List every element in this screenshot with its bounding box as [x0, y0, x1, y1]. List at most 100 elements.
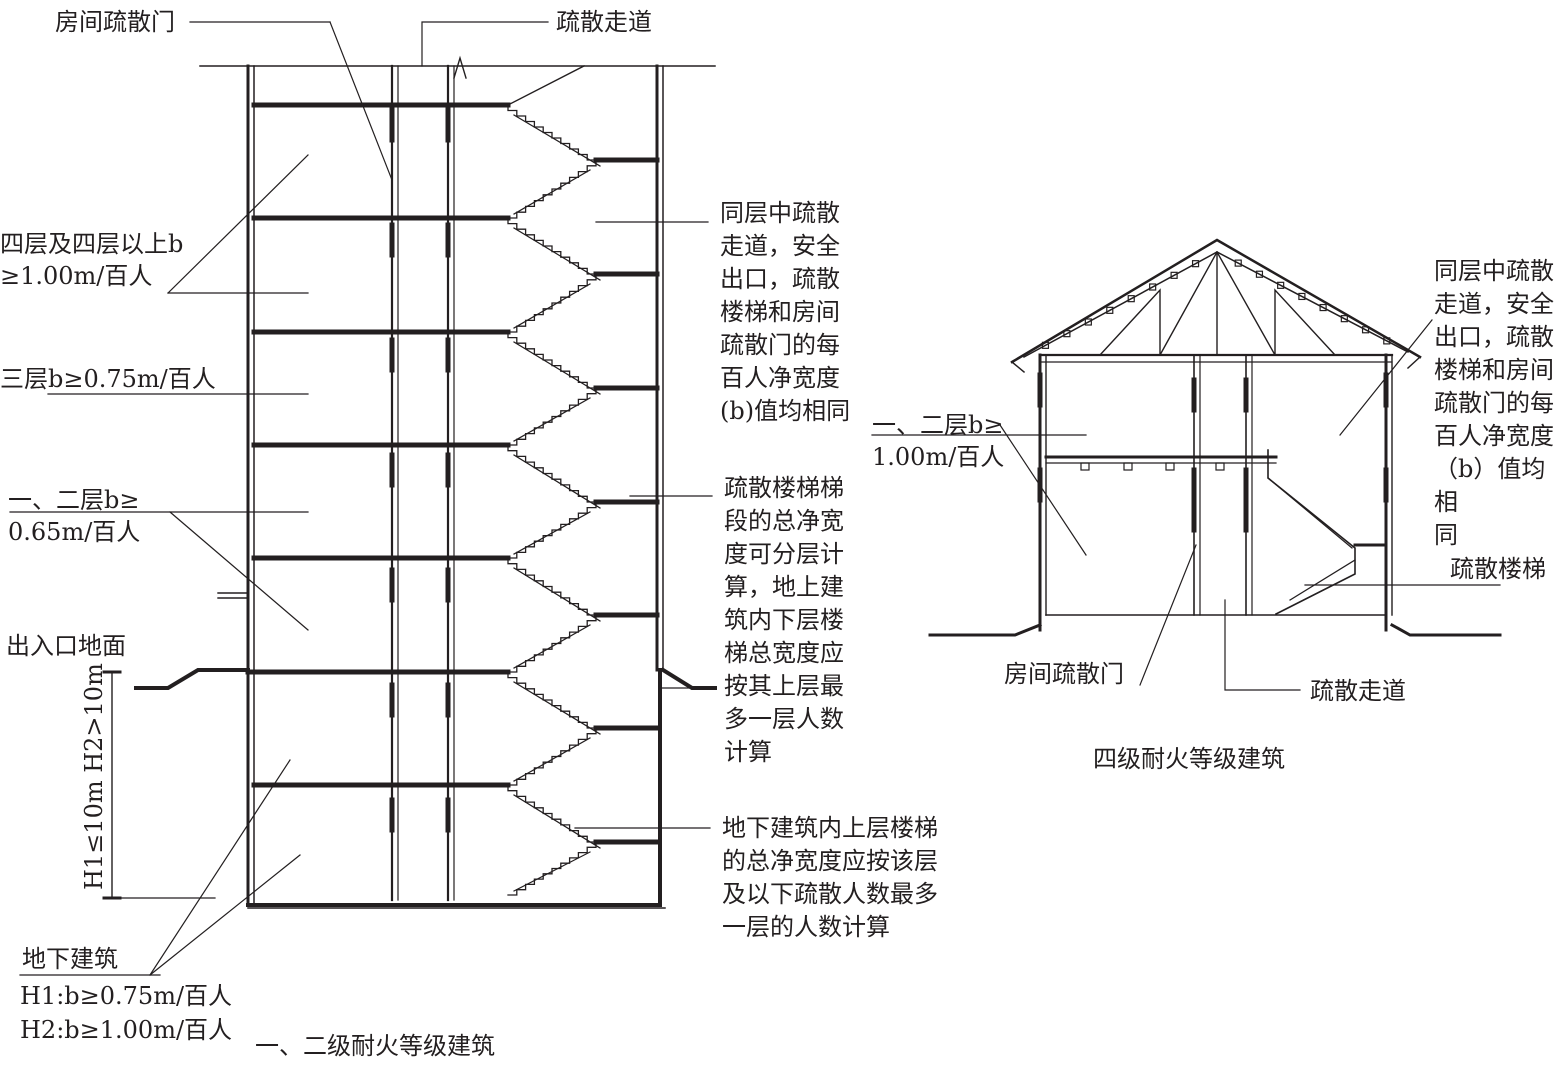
stair-stringer: [513, 397, 591, 442]
stair-flight: [1289, 559, 1356, 601]
low-floor12-rule-line2: 1.00m/百人: [872, 443, 1005, 471]
break-mark: [453, 55, 467, 79]
roof-purlin: [1063, 330, 1071, 338]
floor4-rule-line2: ≥1.00m/百人: [0, 262, 153, 290]
stair-stringer: [513, 169, 591, 215]
truss-web: [1216, 251, 1276, 356]
stair-flight: [507, 159, 597, 219]
leader-line: [169, 511, 309, 631]
basement-wall: [246, 668, 662, 907]
roof-purlin: [1255, 270, 1264, 278]
leader-line: [167, 154, 309, 294]
same-floor-width-note: 同层中疏散 走道，安全 出口，疏散 楼梯和房间 疏散门的每 百人净宽度 (b)值…: [720, 199, 851, 425]
floor4-rule-line1: 四层及四层以上b: [0, 230, 184, 258]
roof-purlin: [1361, 326, 1370, 334]
roof-eave: [1010, 360, 1026, 374]
leader-line: [999, 424, 1087, 556]
stair-flight: [1267, 449, 1356, 616]
stair-stringer: [513, 794, 601, 849]
stair-stringer: [513, 227, 601, 281]
leader-line: [1139, 544, 1197, 686]
corridor-label: 疏散走道: [556, 8, 652, 36]
low-floor12-rule-line1: 一、二层b≥: [872, 411, 1004, 439]
roof-purlin: [1170, 271, 1178, 279]
tall-building-caption: 一、二级耐火等级建筑: [255, 1032, 495, 1060]
joist: [1080, 462, 1090, 471]
underground-stair-note: 地下建筑内上层楼梯 的总净宽度应按该层 及以下疏散人数最多 一层的人数计算: [722, 814, 938, 941]
stair-stringer: [513, 283, 591, 329]
roof-purlin: [1084, 318, 1092, 326]
tall-building-section: [9, 21, 717, 976]
roof-inner: [1022, 251, 1410, 359]
low-stair-label: 疏散楼梯: [1450, 555, 1546, 583]
stair-stringer: [513, 454, 601, 509]
roof-purlin: [1127, 295, 1135, 303]
stair-stringer: [513, 624, 591, 669]
entrance-ground: [134, 668, 250, 690]
truss-web: [1274, 288, 1336, 356]
leader-line: [1339, 319, 1433, 436]
stair-flight: [1267, 477, 1353, 549]
underground-title: 地下建筑: [22, 945, 118, 973]
roof-purlin: [1298, 292, 1306, 301]
low-building-caption: 四级耐火等级建筑: [1093, 745, 1285, 773]
roof-purlin: [1383, 337, 1391, 345]
stair-stringer: [513, 851, 591, 892]
stair-flight: [507, 671, 597, 729]
height-dimension-label: H1≤10m H2>10m: [80, 663, 108, 890]
joist: [1123, 462, 1133, 471]
leader-line: [421, 21, 549, 67]
underground-h2-rule: H2:b≥1.00m/百人: [20, 1016, 233, 1044]
stair-flight: [507, 727, 597, 786]
stair-flight: [507, 217, 597, 275]
stair-flight: [507, 65, 585, 106]
stair-flight: [507, 273, 597, 333]
entrance-ground-label: 出入口地面: [6, 632, 126, 660]
stair-flight: [507, 104, 597, 161]
roof-outer: [1010, 238, 1422, 364]
leader-line: [329, 21, 393, 181]
joist: [1165, 462, 1175, 471]
stair-flight: [507, 501, 597, 559]
low-building-section: [871, 238, 1502, 691]
floor3-rule: 三层b≥0.75m/百人: [0, 365, 216, 393]
entrance-ground-right: [660, 667, 717, 690]
roof-purlin: [1277, 281, 1285, 289]
stair-flight: [507, 841, 597, 896]
roof-purlin: [1106, 306, 1114, 314]
room-door-label: 房间疏散门: [55, 8, 175, 36]
roof-purlin: [1340, 315, 1348, 323]
ground-line: [928, 623, 1042, 637]
roof-purlin: [1191, 260, 1200, 268]
floor12-rule-line1: 一、二层b≥: [8, 486, 140, 514]
roof-purlin: [1234, 259, 1242, 267]
leader-line: [149, 854, 301, 976]
stair-stringer: [513, 737, 591, 782]
stair-flight: [507, 444, 597, 503]
joist: [1215, 462, 1225, 471]
low-corridor-label: 疏散走道: [1310, 677, 1406, 705]
truss-web: [1159, 251, 1218, 356]
truss-web: [1099, 288, 1161, 356]
low-room-door-label: 房间疏散门: [1004, 660, 1124, 688]
underground-h1-rule: H1:b≥0.75m/百人: [20, 982, 233, 1010]
stair-stringer: [513, 341, 601, 395]
stair-stringer: [513, 681, 601, 735]
ground-line: [1389, 622, 1502, 637]
floor12-rule-line2: 0.65m/百人: [8, 518, 141, 546]
stair-flight: [507, 387, 597, 446]
stair-total-width-note: 疏散楼梯梯 段的总净宽 度可分层计 算，地上建 筑内下层楼 梯总宽度应 按其上层…: [724, 474, 844, 766]
roof-eave: [1406, 355, 1422, 370]
stair-stringer: [513, 511, 591, 555]
leader-line: [1224, 599, 1301, 691]
leader-line: [149, 759, 291, 976]
stair-flight: [507, 557, 597, 616]
stair-stringer: [513, 567, 601, 622]
stair-flight: [507, 614, 597, 673]
roof-purlin: [1149, 283, 1157, 291]
roof-purlin: [1319, 303, 1327, 312]
roof-purlin: [1041, 341, 1050, 349]
low-same-floor-width-note: 同层中疏散 走道，安全 出口，疏散 楼梯和房间 疏散门的每 百人净宽度 （b）值…: [1434, 257, 1554, 549]
stair-flight: [507, 784, 597, 843]
